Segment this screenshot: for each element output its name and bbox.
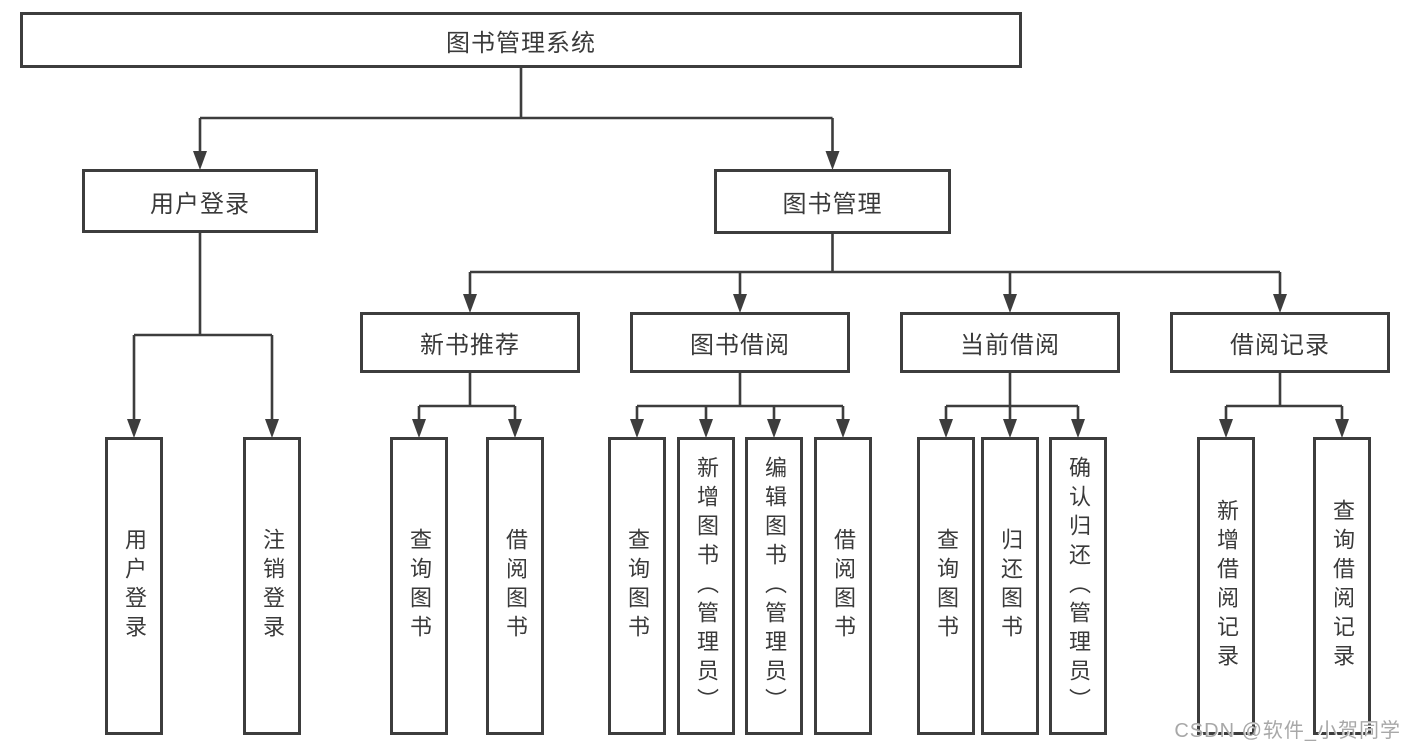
node-label-leaf-user-login: 用户登录 (122, 528, 147, 644)
node-label-bb-borrow: 借阅图书 (831, 528, 856, 644)
node-leaf-logout: 注销登录 (243, 437, 301, 735)
node-label-bb-add: 新增图书（管理员） (694, 455, 719, 717)
node-current-borrow: 当前借阅 (900, 312, 1120, 373)
node-bb-query: 查询图书 (608, 437, 666, 735)
node-new-book-rec: 新书推荐 (360, 312, 580, 373)
node-bb-borrow: 借阅图书 (814, 437, 872, 735)
node-label-br-query: 查询借阅记录 (1330, 499, 1355, 673)
node-bb-edit: 编辑图书（管理员） (745, 437, 803, 735)
node-label-user-login: 用户登录 (150, 190, 250, 218)
node-label-leaf-logout: 注销登录 (260, 528, 285, 644)
node-nbr-query: 查询图书 (390, 437, 448, 735)
node-bb-add: 新增图书（管理员） (677, 437, 735, 735)
node-label-cb-confirm: 确认归还（管理员） (1066, 455, 1091, 717)
node-book-mgmt: 图书管理 (714, 169, 951, 234)
node-label-borrow-records: 借阅记录 (1230, 332, 1330, 359)
node-label-book-borrow: 图书借阅 (690, 332, 790, 359)
node-label-current-borrow: 当前借阅 (960, 332, 1060, 359)
node-label-nbr-borrow: 借阅图书 (503, 528, 528, 644)
node-book-borrow: 图书借阅 (630, 312, 850, 373)
node-br-add: 新增借阅记录 (1197, 437, 1255, 735)
node-label-cb-query: 查询图书 (934, 528, 959, 644)
node-nbr-borrow: 借阅图书 (486, 437, 544, 735)
node-label-bb-edit: 编辑图书（管理员） (762, 455, 787, 717)
node-label-br-add: 新增借阅记录 (1214, 499, 1239, 673)
node-label-bb-query: 查询图书 (625, 528, 650, 644)
node-root: 图书管理系统 (20, 12, 1022, 68)
node-label-book-mgmt: 图书管理 (782, 191, 883, 218)
node-cb-query: 查询图书 (917, 437, 975, 735)
node-user-login: 用户登录 (82, 169, 318, 233)
watermark: CSDN @软件_小贺同学 (1174, 720, 1401, 742)
node-label-cb-return: 归还图书 (998, 528, 1023, 644)
node-br-query: 查询借阅记录 (1313, 437, 1371, 735)
node-label-root: 图书管理系统 (446, 29, 596, 57)
node-label-nbr-query: 查询图书 (407, 528, 432, 644)
node-borrow-records: 借阅记录 (1170, 312, 1390, 373)
node-label-new-book-rec: 新书推荐 (420, 332, 520, 359)
node-leaf-user-login: 用户登录 (105, 437, 163, 735)
node-cb-confirm: 确认归还（管理员） (1049, 437, 1107, 735)
node-cb-return: 归还图书 (981, 437, 1039, 735)
